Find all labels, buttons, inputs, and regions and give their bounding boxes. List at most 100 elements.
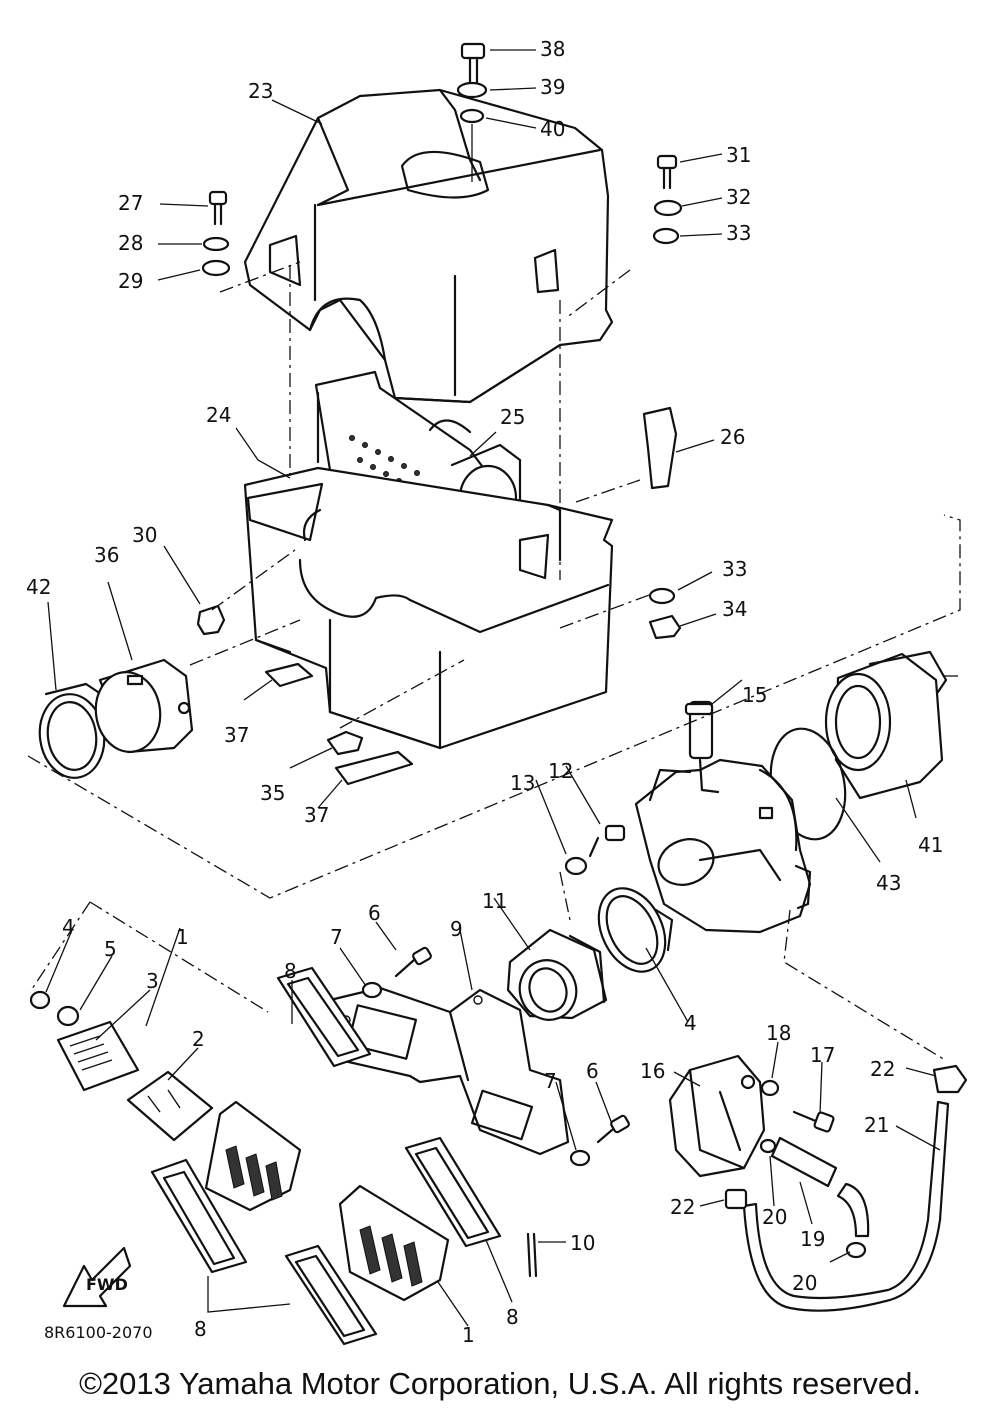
stud-10 — [526, 1232, 538, 1278]
leader-lines — [45, 49, 941, 1327]
bolt-38 — [460, 42, 486, 84]
callout-32: 32 — [726, 185, 751, 209]
elbow-hose — [836, 1182, 870, 1238]
callout-33b: 33 — [722, 557, 747, 581]
washer-39 — [456, 81, 488, 99]
callout-11: 11 — [482, 889, 507, 913]
callout-7a: 7 — [330, 925, 343, 949]
band-42 — [38, 682, 106, 779]
clamp-22a — [724, 1188, 748, 1210]
callout-9: 9 — [450, 917, 463, 941]
callout-30: 30 — [132, 523, 157, 547]
callout-24: 24 — [206, 403, 231, 427]
callout-10: 10 — [570, 1231, 595, 1255]
fitting-15 — [684, 700, 720, 794]
callout-6b: 6 — [586, 1059, 599, 1083]
callout-34: 34 — [722, 597, 747, 621]
callout-42: 42 — [26, 575, 51, 599]
nut-30 — [196, 604, 226, 636]
clip-20b-lead — [829, 1251, 851, 1263]
clip-20a — [759, 1138, 777, 1154]
callout-3: 3 — [146, 969, 159, 993]
callout-21: 21 — [864, 1113, 889, 1137]
callout-17: 17 — [810, 1043, 835, 1067]
carburetor — [634, 758, 812, 934]
callout-22b: 22 — [670, 1195, 695, 1219]
callout-22a: 22 — [870, 1057, 895, 1081]
callout-37b: 37 — [304, 803, 329, 827]
cap-36 — [94, 658, 194, 754]
callout-41: 41 — [918, 833, 943, 857]
callout-13: 13 — [510, 771, 535, 795]
seal-26 — [642, 406, 678, 490]
washer-33b — [648, 587, 676, 605]
washer-7a — [361, 981, 383, 999]
airbox-cover — [243, 88, 614, 404]
callout-6a: 6 — [368, 901, 381, 925]
screw-17 — [792, 1110, 835, 1133]
fuel-pump-16 — [668, 1054, 766, 1178]
callout-37a: 37 — [224, 723, 249, 747]
reed-2 — [126, 1070, 214, 1142]
nut-34 — [648, 614, 682, 640]
hose-19 — [770, 1136, 838, 1188]
callout-23: 23 — [248, 79, 273, 103]
callout-4a: 4 — [62, 915, 75, 939]
callout-38: 38 — [540, 37, 565, 61]
washer-18 — [760, 1079, 780, 1097]
callout-25: 25 — [500, 405, 525, 429]
airbox-case — [243, 466, 614, 750]
bolt-31 — [656, 154, 678, 190]
callout-12: 12 — [548, 759, 573, 783]
fuel-hose-21 — [742, 1100, 950, 1312]
callout-8bc: 8 — [194, 1317, 207, 1341]
stopper-3 — [56, 1020, 140, 1092]
drawing-code: 8R6100-2070 — [44, 1323, 153, 1342]
callout-16: 16 — [640, 1059, 665, 1083]
callout-1b: 1 — [462, 1323, 475, 1347]
fwd-arrow-icon: FWD — [62, 1246, 132, 1308]
callout-18: 18 — [766, 1021, 791, 1045]
washer-32 — [653, 199, 683, 217]
washer-40 — [459, 108, 485, 124]
clip-20b — [845, 1241, 867, 1259]
washer-29 — [201, 259, 231, 277]
joint-11 — [506, 928, 608, 1021]
pad-37b — [334, 750, 414, 786]
callout-28: 28 — [118, 231, 143, 255]
clamp-14 — [597, 887, 674, 973]
callout-5: 5 — [104, 937, 117, 961]
manifold-9 — [328, 986, 570, 1156]
washer-33a — [652, 227, 680, 245]
callout-labels: 38 39 40 23 31 32 33 27 28 29 24 25 26 3… — [26, 37, 943, 1347]
clip-35 — [326, 730, 364, 756]
bolt-6a — [394, 946, 432, 978]
reed-block-1a — [204, 1100, 302, 1212]
callout-20a: 20 — [762, 1205, 787, 1229]
callout-14: 4 — [684, 1011, 697, 1035]
callout-39: 39 — [540, 75, 565, 99]
reed-block-1b — [338, 1184, 450, 1302]
copyright-notice: ©2013 Yamaha Motor Corporation, U.S.A. A… — [79, 1366, 921, 1401]
callout-8d: 8 — [506, 1305, 519, 1329]
washer-28 — [202, 236, 230, 252]
callout-31: 31 — [726, 143, 751, 167]
screw-12 — [588, 824, 626, 858]
washer-7b — [569, 1149, 591, 1167]
callout-36: 36 — [94, 543, 119, 567]
callout-40: 40 — [540, 117, 565, 141]
gasket-8b — [150, 1158, 248, 1274]
washer-5 — [56, 1005, 80, 1027]
bolt-6b — [596, 1114, 630, 1144]
gasket-8c — [284, 1244, 378, 1346]
callout-33a: 33 — [726, 221, 751, 245]
callout-26: 26 — [720, 425, 745, 449]
clamp-22b — [932, 1064, 968, 1094]
callout-19: 19 — [800, 1227, 825, 1251]
joint-41 — [824, 650, 948, 800]
washer-13 — [564, 856, 588, 876]
callout-20b: 20 — [792, 1271, 817, 1295]
gasket-8d — [404, 1136, 502, 1248]
callout-8a: 8 — [284, 959, 297, 983]
